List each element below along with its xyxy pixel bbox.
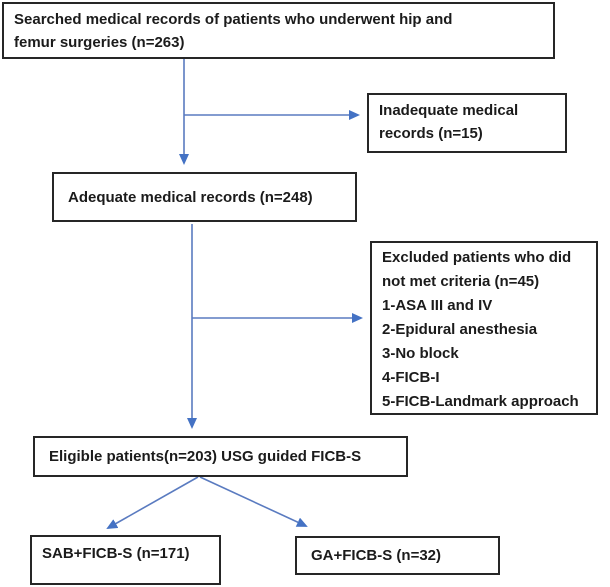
box-sab-label: SAB+FICB-S (n=171) (42, 545, 190, 562)
box-searched-line-1: Searched medical records of patients who… (14, 11, 453, 28)
box-inadequate-line-2: records (n=15) (379, 125, 483, 142)
box-eligible-patients: Eligible patients(n=203) USG guided FICB… (33, 436, 408, 477)
box-excluded-item-3: 3-No block (382, 345, 459, 362)
arrow-eligible-to-sab (106, 476, 199, 529)
box-excluded-title-line-1: Excluded patients who did (382, 249, 572, 266)
box-searched-line-2: femur surgeries (n=263) (14, 34, 185, 51)
box-excluded-patients: Excluded patients who did not met criter… (370, 241, 598, 415)
box-inadequate-records: Inadequate medical records (n=15) (367, 93, 567, 153)
box-excluded-item-1: 1-ASA III and IV (382, 297, 493, 314)
box-inadequate-line-1: Inadequate medical (379, 102, 519, 119)
box-ga-ficb-group: GA+FICB-S (n=32) (295, 536, 500, 575)
box-excluded-item-4: 4-FICB-I (382, 369, 440, 386)
box-adequate-label: Adequate medical records (n=248) (68, 188, 313, 206)
box-eligible-label: Eligible patients(n=203) USG guided FICB… (49, 448, 362, 465)
box-sab-ficb-group: SAB+FICB-S (n=171) (30, 535, 221, 585)
arrow-eligible-to-ga (199, 476, 308, 527)
box-excluded-item-2: 2-Epidural anesthesia (382, 321, 538, 338)
box-excluded-title-line-2: not met criteria (n=45) (382, 273, 540, 290)
box-searched-records: Searched medical records of patients who… (2, 2, 555, 59)
box-ga-label: GA+FICB-S (n=32) (311, 547, 442, 564)
box-excluded-item-5: 5-FICB-Landmark approach (382, 393, 579, 410)
box-adequate-records: Adequate medical records (n=248) (52, 172, 357, 222)
